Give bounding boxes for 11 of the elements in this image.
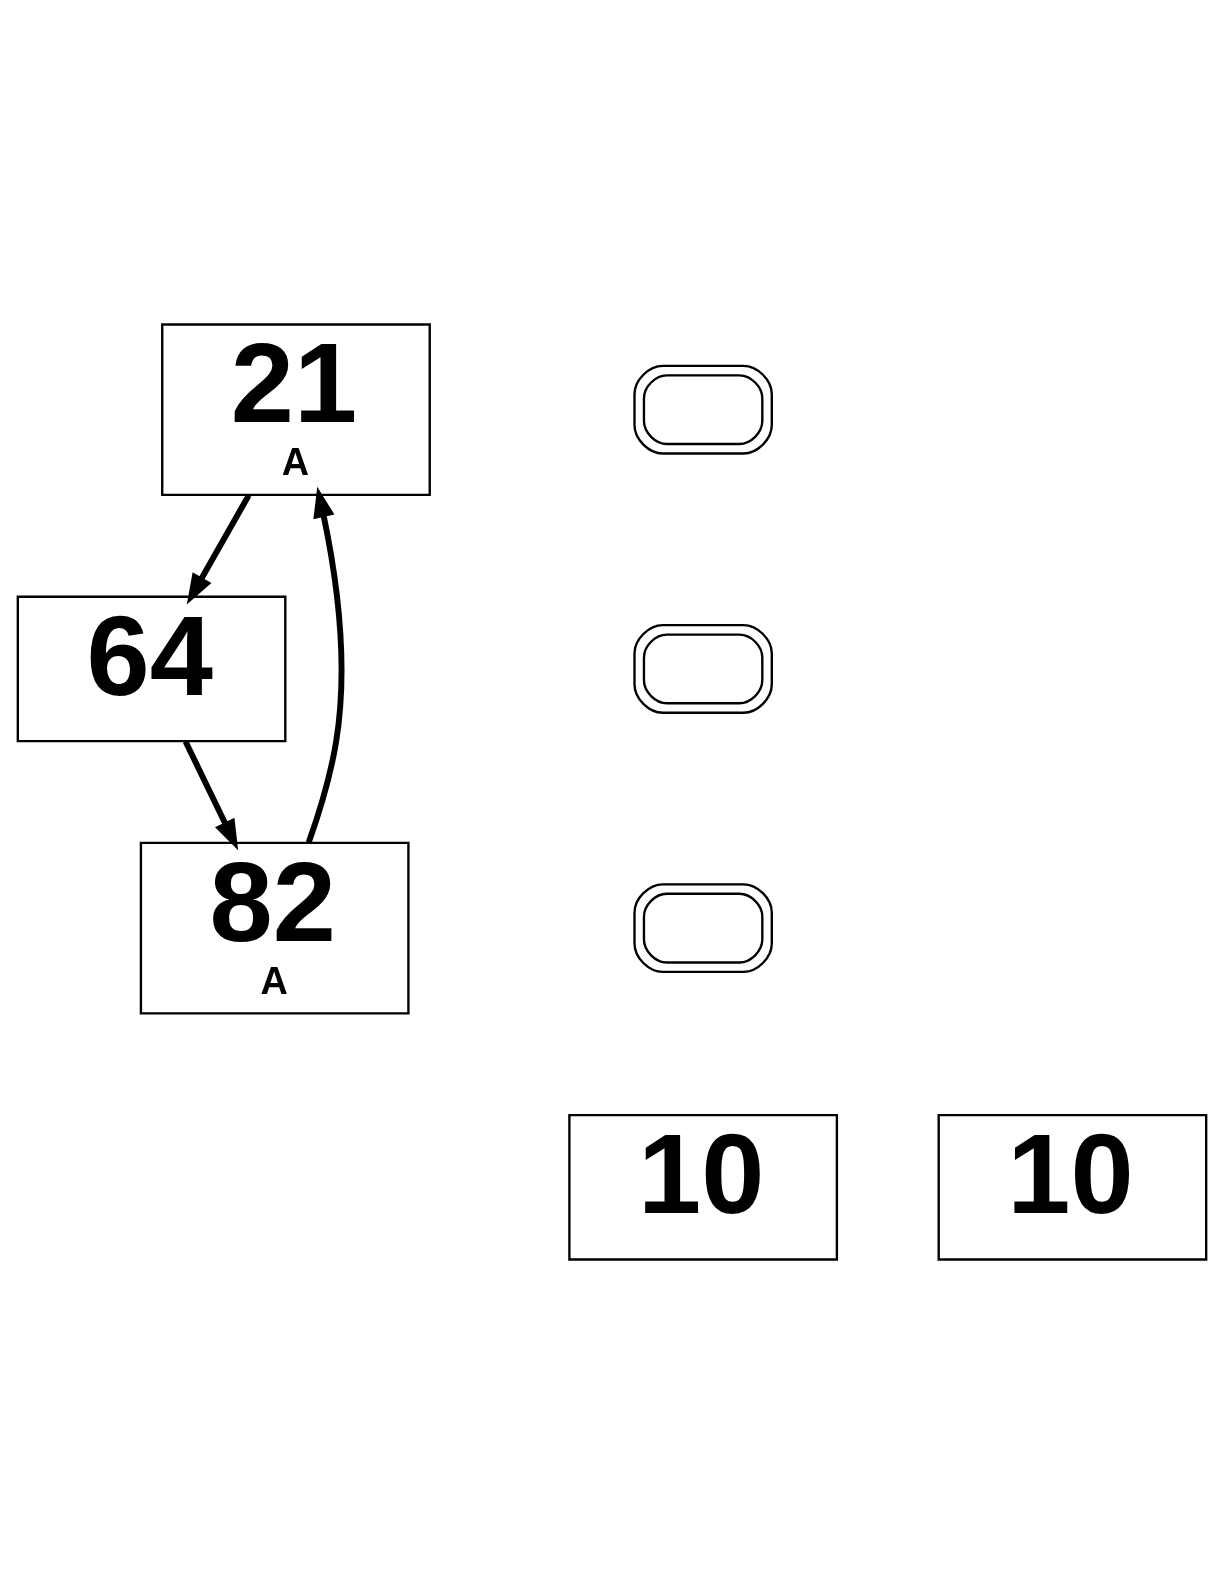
arrow: [186, 493, 252, 605]
arrow: [182, 740, 239, 851]
node-box: 10: [937, 1113, 1208, 1261]
arrow: [305, 486, 345, 844]
node-box: [633, 883, 773, 974]
node-box: 10: [568, 1113, 839, 1261]
node-box: [633, 364, 773, 455]
node-box: 64: [16, 595, 287, 743]
node-box: 21 A: [161, 323, 431, 497]
node-box: [633, 623, 773, 714]
node-box: 82 A: [139, 841, 410, 1015]
